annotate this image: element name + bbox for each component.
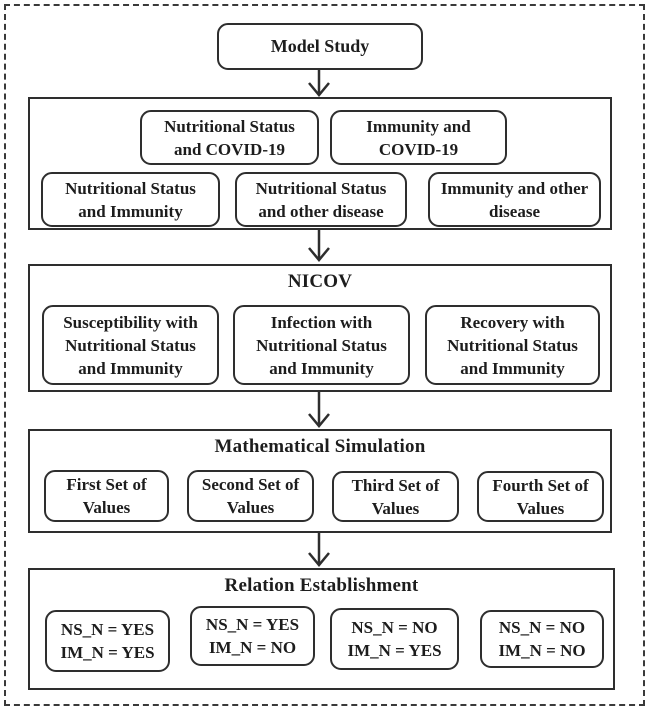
group-nicov: NICOV Susceptibility with Nutritional St…: [28, 264, 612, 392]
box-nsn-yes-imn-yes: NS_N = YES IM_N = YES: [45, 610, 170, 672]
box-line: NS_N = NO: [351, 618, 438, 637]
box-line: Immunity and other: [440, 178, 589, 198]
box-line: Fourth Set of: [492, 475, 589, 495]
box-second-set: Second Set of Values: [187, 470, 314, 522]
box-line: and Immunity: [78, 358, 183, 378]
box-line: Third Set of: [351, 475, 440, 495]
box-first-set: First Set of Values: [44, 470, 169, 522]
box-line: and Immunity: [460, 358, 565, 378]
box-line: Immunity and: [366, 116, 471, 136]
box-line: and Immunity: [78, 201, 183, 221]
box-immunity-other-disease: Immunity and other disease: [428, 172, 601, 227]
box-line: IM_N = YES: [347, 641, 442, 660]
box-recovery: Recovery with Nutritional Status and Imm…: [425, 305, 600, 385]
box-line: NS_N = NO: [498, 618, 586, 637]
box-line: and COVID-19: [174, 139, 285, 159]
box-line: COVID-19: [378, 139, 459, 159]
box-line: Values: [226, 498, 275, 517]
box-nutritional-status-other-disease: Nutritional Status and other disease: [235, 172, 407, 227]
outer-dashed-border: [4, 4, 645, 706]
box-line: Nutritional Status: [256, 335, 387, 355]
box-nutritional-status-covid19: Nutritional Status and COVID-19: [140, 110, 319, 165]
flow-arrow-down-4: [308, 533, 330, 567]
box-line: Nutritional Status: [65, 335, 196, 355]
model-study-box: Model Study: [217, 23, 423, 70]
box-line: NS_N = YES: [60, 620, 155, 639]
relation-establishment-title: Relation Establishment: [224, 575, 419, 596]
box-immunity-covid19: Immunity and COVID-19: [330, 110, 507, 165]
flow-arrow-down-3: [308, 392, 330, 428]
box-susceptibility: Susceptibility with Nutritional Status a…: [42, 305, 219, 385]
box-line: Values: [82, 498, 131, 517]
box-nutritional-status-immunity: Nutritional Status and Immunity: [41, 172, 220, 227]
box-nsn-yes-imn-no: NS_N = YES IM_N = NO: [190, 606, 315, 666]
box-line: First Set of: [66, 475, 147, 494]
flow-arrow-down-1: [308, 68, 330, 97]
box-line: Nutritional Status: [447, 335, 578, 355]
box-line: IM_N = NO: [208, 638, 297, 657]
box-fourth-set: Fourth Set of Values: [477, 471, 604, 522]
box-nsn-no-imn-no: NS_N = NO IM_N = NO: [480, 610, 604, 668]
box-line: and Immunity: [269, 358, 374, 378]
box-line: disease: [489, 201, 540, 221]
box-nsn-no-imn-yes: NS_N = NO IM_N = YES: [330, 608, 459, 670]
box-line: Susceptibility with: [63, 312, 198, 332]
box-third-set: Third Set of Values: [332, 471, 459, 522]
flow-arrow-down-2: [308, 230, 330, 262]
group-mathematical-simulation: Mathematical Simulation First Set of Val…: [28, 429, 612, 533]
box-line: Values: [371, 498, 420, 518]
mathematical-simulation-title: Mathematical Simulation: [214, 436, 426, 457]
box-line: Nutritional Status: [65, 178, 196, 198]
box-line: Nutritional Status: [255, 178, 387, 198]
model-study-label: Model Study: [270, 36, 370, 56]
box-line: Values: [516, 498, 565, 518]
box-line: Second Set of: [201, 475, 300, 494]
box-line: IM_N = YES: [60, 643, 155, 662]
box-line: Nutritional Status: [164, 116, 295, 136]
group-study-areas: Nutritional Status and COVID-19 Immunity…: [28, 97, 612, 230]
box-line: and other disease: [258, 201, 384, 221]
box-infection: Infection with Nutritional Status and Im…: [233, 305, 410, 385]
nicov-title: NICOV: [287, 271, 353, 292]
box-line: Recovery with: [460, 312, 565, 332]
box-line: NS_N = YES: [205, 615, 300, 634]
group-relation-establishment: Relation Establishment NS_N = YES IM_N =…: [28, 568, 615, 690]
box-line: Infection with: [270, 312, 373, 332]
box-line: IM_N = NO: [498, 641, 586, 660]
